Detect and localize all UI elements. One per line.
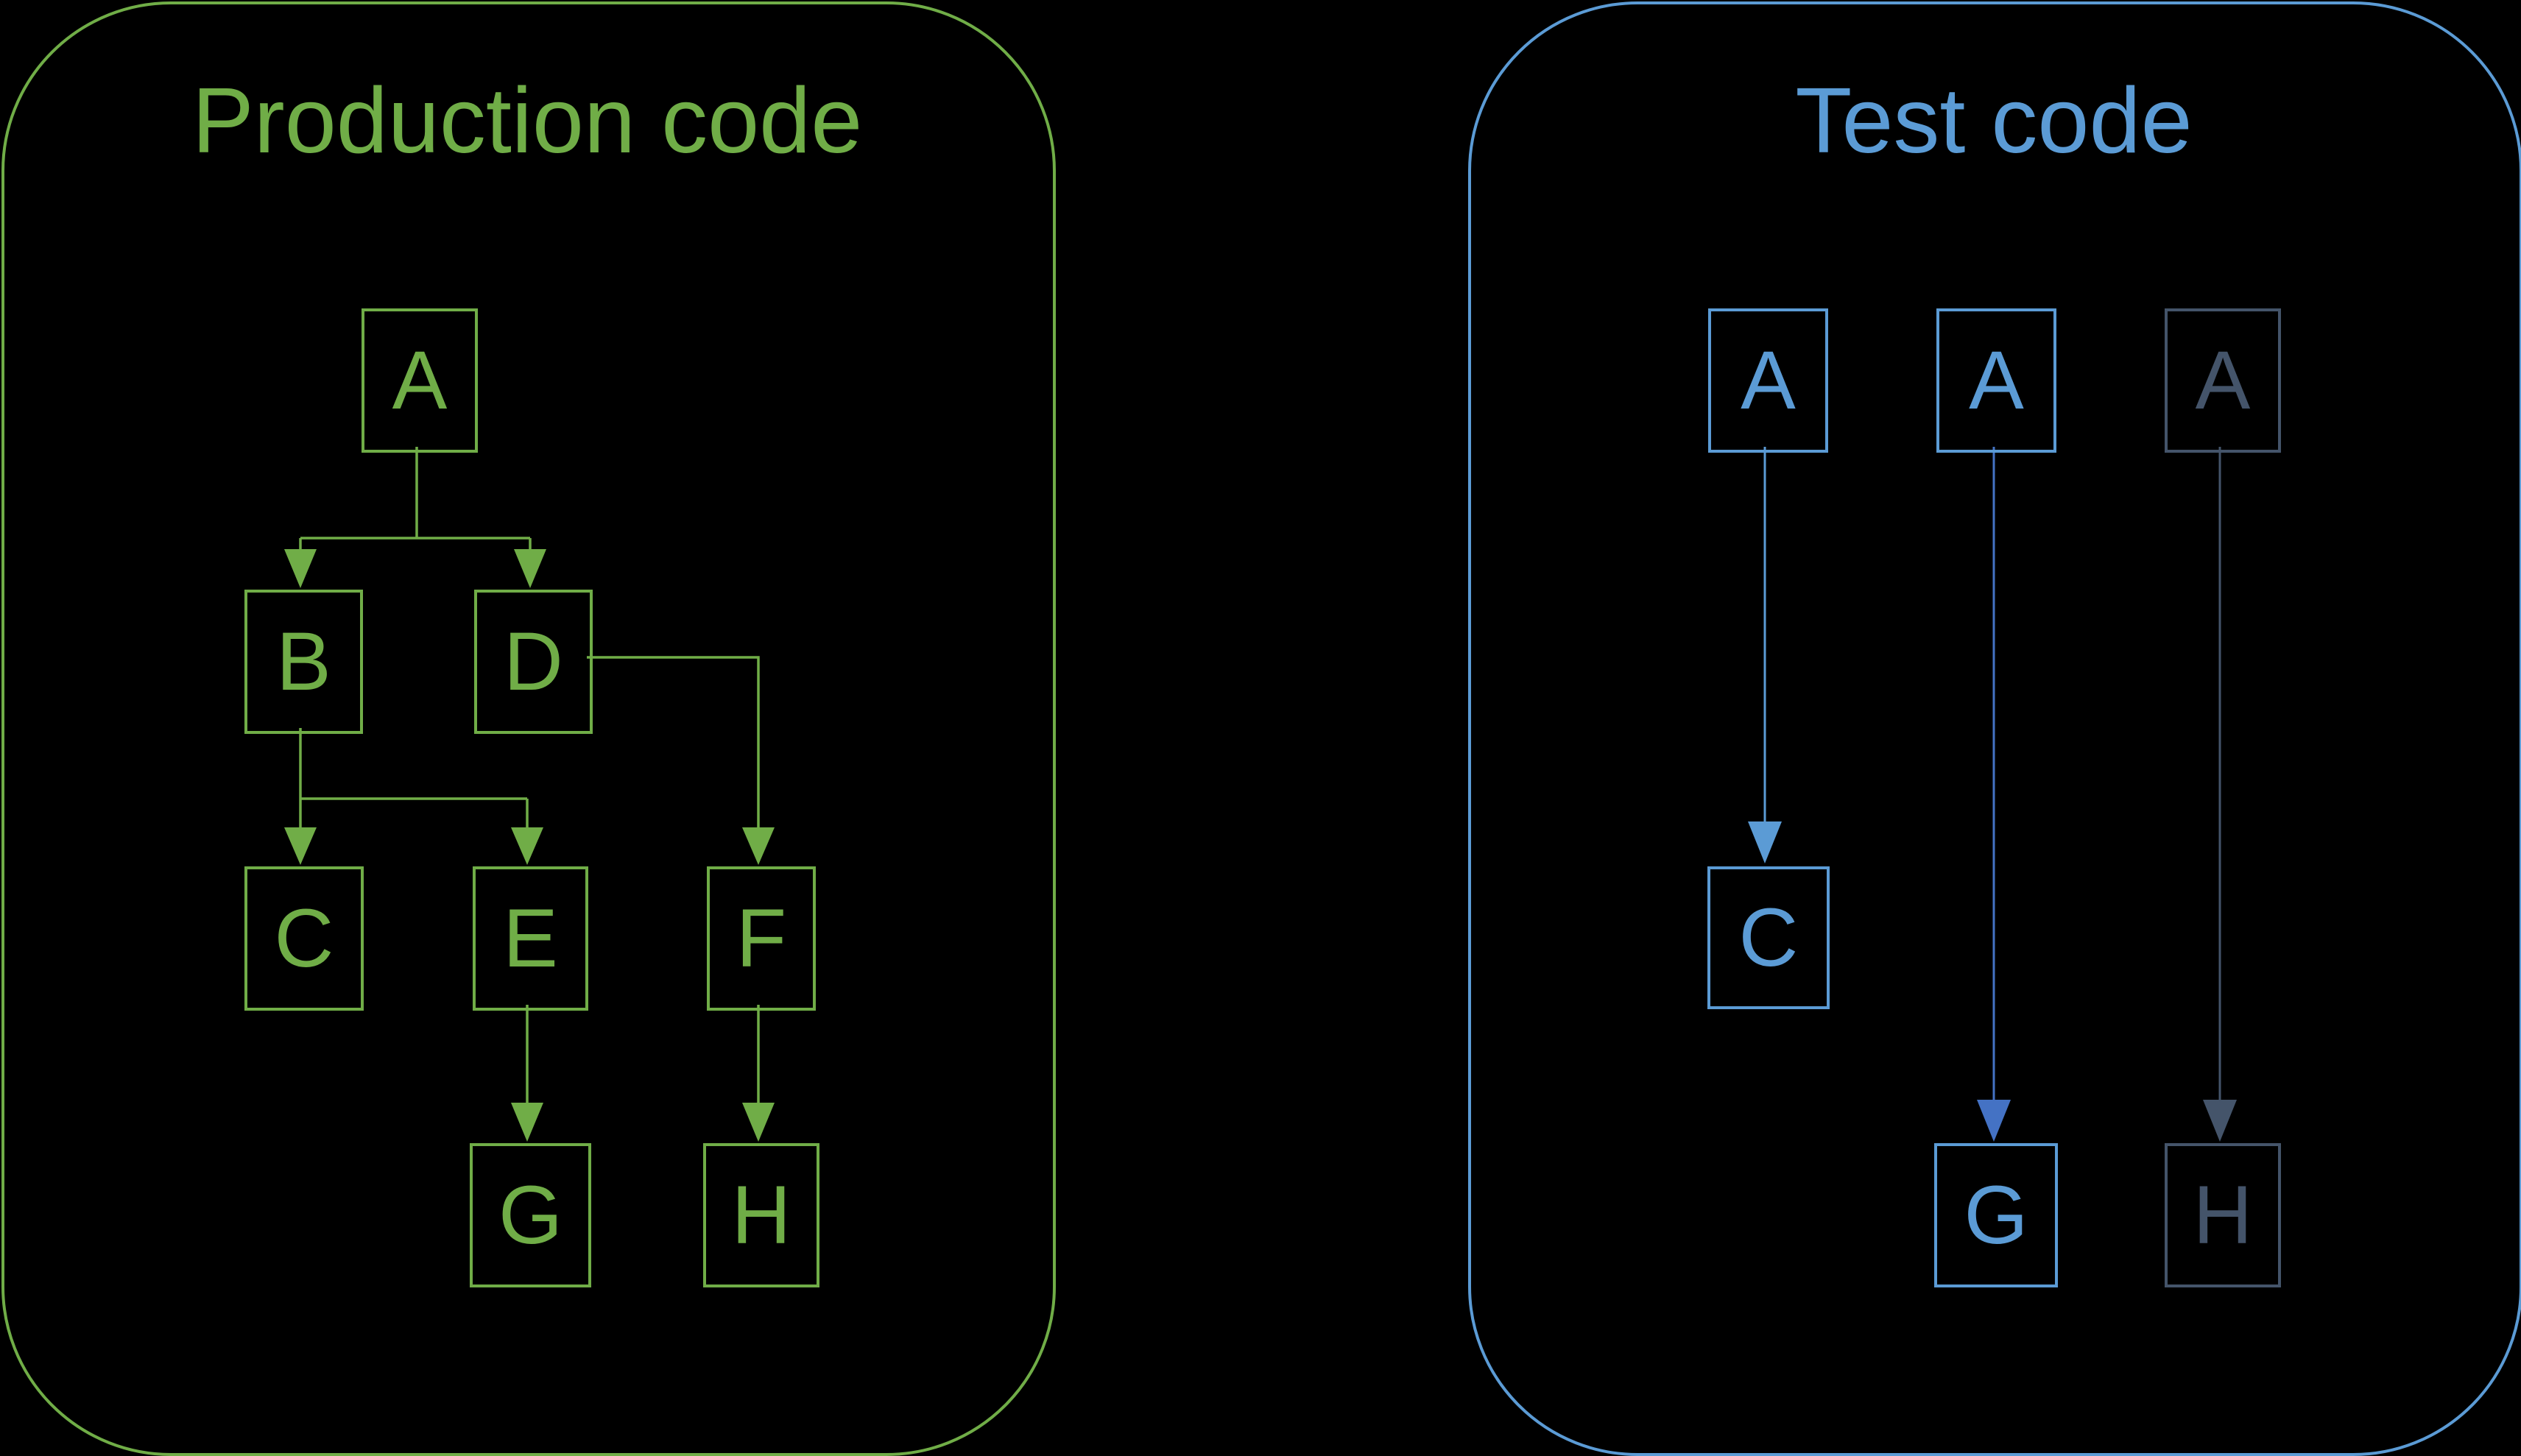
edge-b-c-and-b-e (284, 728, 543, 865)
edge-d-f (587, 656, 775, 865)
arrowhead-to-e (511, 827, 543, 865)
production-panel-title: Production code (191, 68, 863, 172)
production-node-c: C (244, 866, 364, 1011)
test-panel-title: Test code (1795, 68, 2193, 172)
test-edge-a3-h (2203, 447, 2237, 1142)
production-node-d: D (474, 590, 593, 734)
production-node-a: A (362, 308, 478, 453)
test-node-g-label: G (1964, 1169, 2028, 1261)
production-node-g: G (470, 1143, 591, 1287)
production-node-e: E (473, 866, 588, 1011)
test-node-a2: A (1936, 308, 2056, 453)
test-node-a1-label: A (1741, 334, 1796, 426)
edge-elbow-d-f (587, 656, 760, 830)
test-node-h-label: H (2193, 1169, 2253, 1261)
arrowhead-to-b (284, 549, 317, 588)
edge-e-g (511, 1005, 543, 1142)
test-arrowhead-to-c (1748, 821, 1782, 863)
production-node-e-label: E (503, 892, 558, 984)
test-node-a3: A (2165, 308, 2281, 453)
production-node-g-label: G (498, 1169, 563, 1261)
arrowhead-to-d (514, 549, 546, 588)
production-node-f: F (707, 866, 816, 1011)
test-edge-a1-c (1748, 447, 1782, 863)
test-edge-a2-g (1977, 447, 2011, 1142)
production-node-a-label: A (392, 334, 448, 426)
production-node-f-label: F (736, 892, 787, 984)
test-arrowhead-to-h (2203, 1100, 2237, 1142)
test-node-a3-label: A (2195, 334, 2251, 426)
production-node-b: B (244, 590, 363, 734)
production-node-b-label: B (276, 615, 331, 707)
production-node-h: H (703, 1143, 819, 1287)
test-node-h: H (2165, 1143, 2281, 1287)
production-node-d-label: D (504, 615, 563, 707)
test-node-a1: A (1708, 308, 1828, 453)
arrowhead-to-f (742, 827, 775, 865)
test-arrowhead-to-g (1977, 1100, 2011, 1142)
production-node-c-label: C (274, 892, 334, 984)
test-node-g: G (1934, 1143, 2058, 1287)
test-node-c: C (1707, 866, 1830, 1009)
production-node-h-label: H (731, 1169, 791, 1261)
test-node-c-label: C (1738, 891, 1799, 983)
test-panel (1468, 1, 2521, 1456)
arrowhead-to-h (742, 1103, 775, 1142)
test-node-a2-label: A (1969, 334, 2024, 426)
arrowhead-to-g (511, 1103, 543, 1142)
production-panel (1, 1, 1056, 1456)
arrowhead-to-c (284, 827, 317, 865)
edge-a-b-and-a-d (284, 447, 546, 588)
edge-f-h (742, 1005, 775, 1142)
